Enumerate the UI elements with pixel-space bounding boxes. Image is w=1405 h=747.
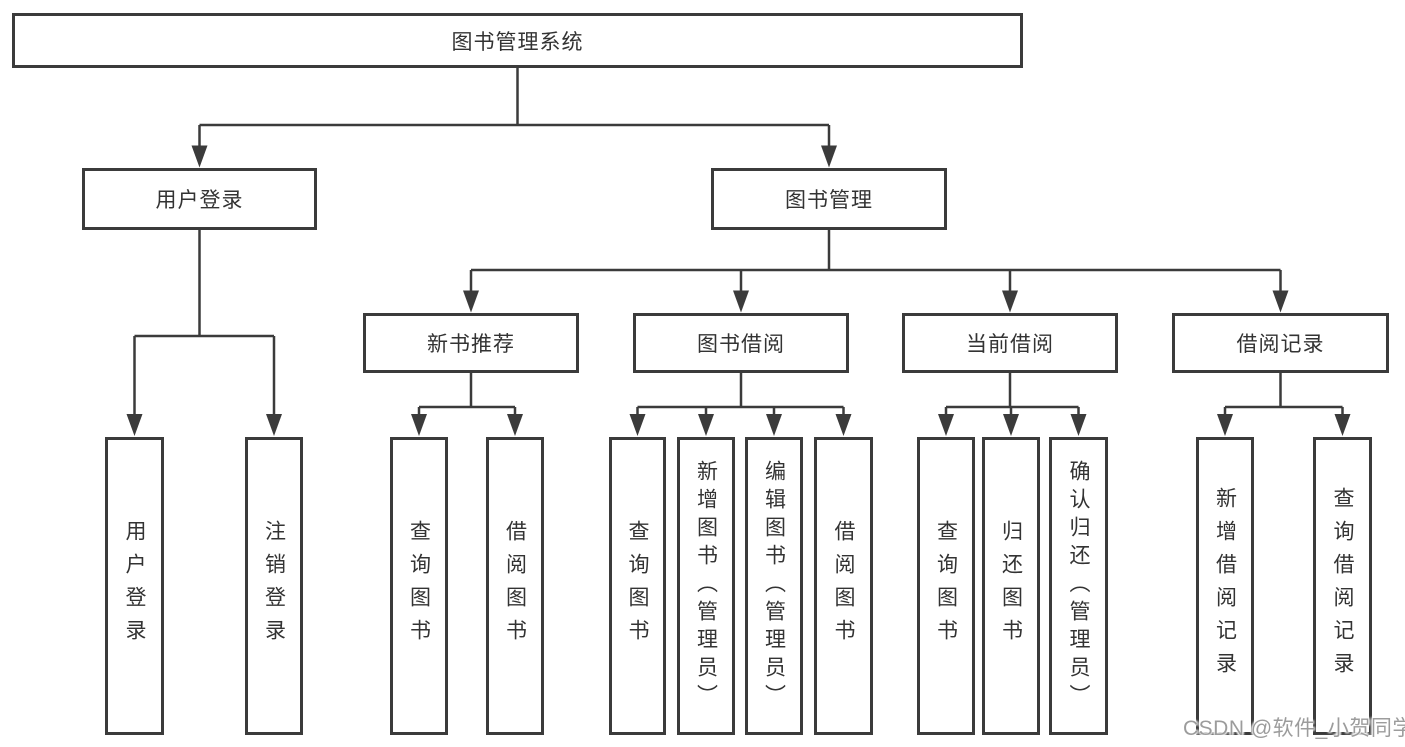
leaf-add-borrow-record: 新增借阅记录 (1196, 437, 1254, 735)
watermark-text: CSDN @软件_小贺同学 (1183, 717, 1405, 740)
leaf-borrow-books: 借阅图书 (486, 437, 544, 735)
leaf-edit-book-admin: 编辑图书（管理员） (745, 437, 803, 735)
leaf-add-borrow-record-label: 新增借阅记录 (1213, 487, 1237, 685)
leaf-query-borrow-record: 查询借阅记录 (1313, 437, 1372, 735)
leaf-query-books: 查询图书 (917, 437, 975, 735)
node-borrowing-records-label: 借阅记录 (1236, 333, 1325, 356)
node-new-book-recommendation: 新书推荐 (363, 313, 579, 373)
node-current-borrowing-label: 当前借阅 (966, 333, 1054, 356)
node-library-system-label: 图书管理系统 (451, 30, 584, 54)
node-current-borrowing: 当前借阅 (902, 313, 1118, 373)
node-book-management: 图书管理 (711, 168, 947, 230)
leaf-borrow-books-label: 借阅图书 (503, 520, 527, 652)
leaf-edit-book-admin-label: 编辑图书（管理员） (762, 460, 786, 712)
leaf-user-login: 用户登录 (105, 437, 164, 735)
leaf-borrow-books-label: 借阅图书 (832, 520, 855, 652)
leaf-return-books: 归还图书 (982, 437, 1040, 735)
node-book-borrowing: 图书借阅 (633, 313, 849, 373)
leaf-logout: 注销登录 (245, 437, 303, 735)
leaf-add-book-admin-label: 新增图书（管理员） (694, 460, 718, 712)
node-user-login-label: 用户登录 (155, 189, 244, 212)
node-library-system: 图书管理系统 (12, 13, 1023, 68)
leaf-confirm-return-admin-label: 确认归还（管理员） (1067, 460, 1090, 712)
node-book-borrowing-label: 图书借阅 (697, 333, 785, 356)
leaf-return-books-label: 归还图书 (999, 520, 1023, 652)
leaf-query-books-label: 查询图书 (407, 520, 431, 652)
leaf-query-books: 查询图书 (390, 437, 448, 735)
node-new-book-recommendation-label: 新书推荐 (427, 333, 515, 356)
leaf-logout-label: 注销登录 (262, 520, 286, 652)
leaf-query-books-label: 查询图书 (626, 520, 649, 652)
leaf-user-login-label: 用户登录 (123, 520, 146, 652)
leaf-add-book-admin: 新增图书（管理员） (677, 437, 735, 735)
leaf-query-borrow-record-label: 查询借阅记录 (1331, 487, 1354, 685)
leaf-query-books-label: 查询图书 (934, 520, 958, 652)
node-borrowing-records: 借阅记录 (1172, 313, 1389, 373)
node-book-management-label: 图书管理 (785, 189, 873, 212)
node-user-login: 用户登录 (82, 168, 317, 230)
leaf-confirm-return-admin: 确认归还（管理员） (1049, 437, 1108, 735)
leaf-borrow-books: 借阅图书 (814, 437, 873, 735)
leaf-query-books: 查询图书 (609, 437, 666, 735)
